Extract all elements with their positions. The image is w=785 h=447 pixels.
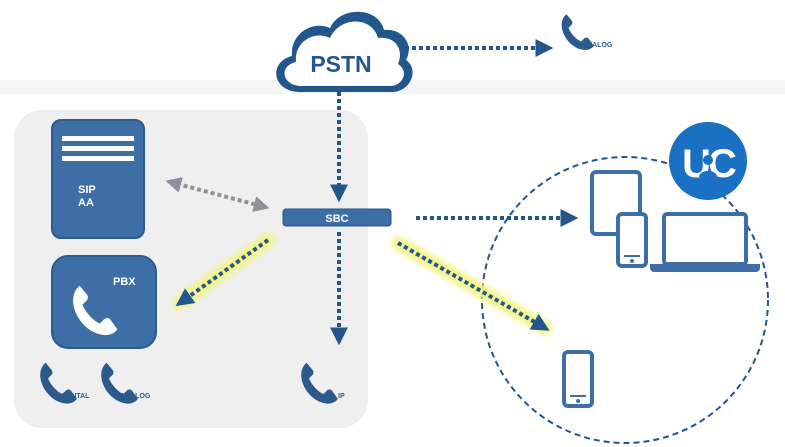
server-label-line2: AA xyxy=(78,197,94,209)
analog-top-label: ANALOG xyxy=(582,42,613,49)
digital-label: DIGITAL xyxy=(62,393,90,400)
uc-boundary-circle xyxy=(481,156,769,444)
pbx-unit: PBX xyxy=(51,255,157,349)
sbc-device: SBC xyxy=(282,208,392,227)
server-slot-line xyxy=(62,146,134,151)
analog-phone-top: ANALOG xyxy=(561,14,613,50)
mobile-phone-icon xyxy=(562,350,594,408)
digital-phone: DIGITAL xyxy=(40,362,90,404)
user-icon xyxy=(699,155,717,177)
smartphone-icon xyxy=(616,212,648,268)
ip-phone: IP xyxy=(301,362,345,404)
server-slot-line xyxy=(62,156,134,161)
sip-aa-server: SIP AA xyxy=(51,119,145,239)
analog-phone-bottom: ANALOG xyxy=(101,362,151,404)
pstn-cloud: PSTN xyxy=(276,11,413,93)
arrow-sip-sbc-bidirectional xyxy=(165,177,270,212)
server-slot-line xyxy=(62,136,134,141)
pbx-label: PBX xyxy=(113,276,136,288)
sbc-label: SBC xyxy=(325,213,348,225)
ip-label: IP xyxy=(338,393,345,400)
arrow-sbc-to-pbx xyxy=(173,233,275,310)
laptop-icon xyxy=(650,212,760,272)
arrow-sbc-to-mobile xyxy=(391,236,552,335)
server-label-line1: SIP xyxy=(78,184,96,196)
analog-bottom-label: ANALOG xyxy=(120,393,151,400)
uc-badge: UC xyxy=(669,122,747,200)
pstn-label: PSTN xyxy=(310,51,371,77)
